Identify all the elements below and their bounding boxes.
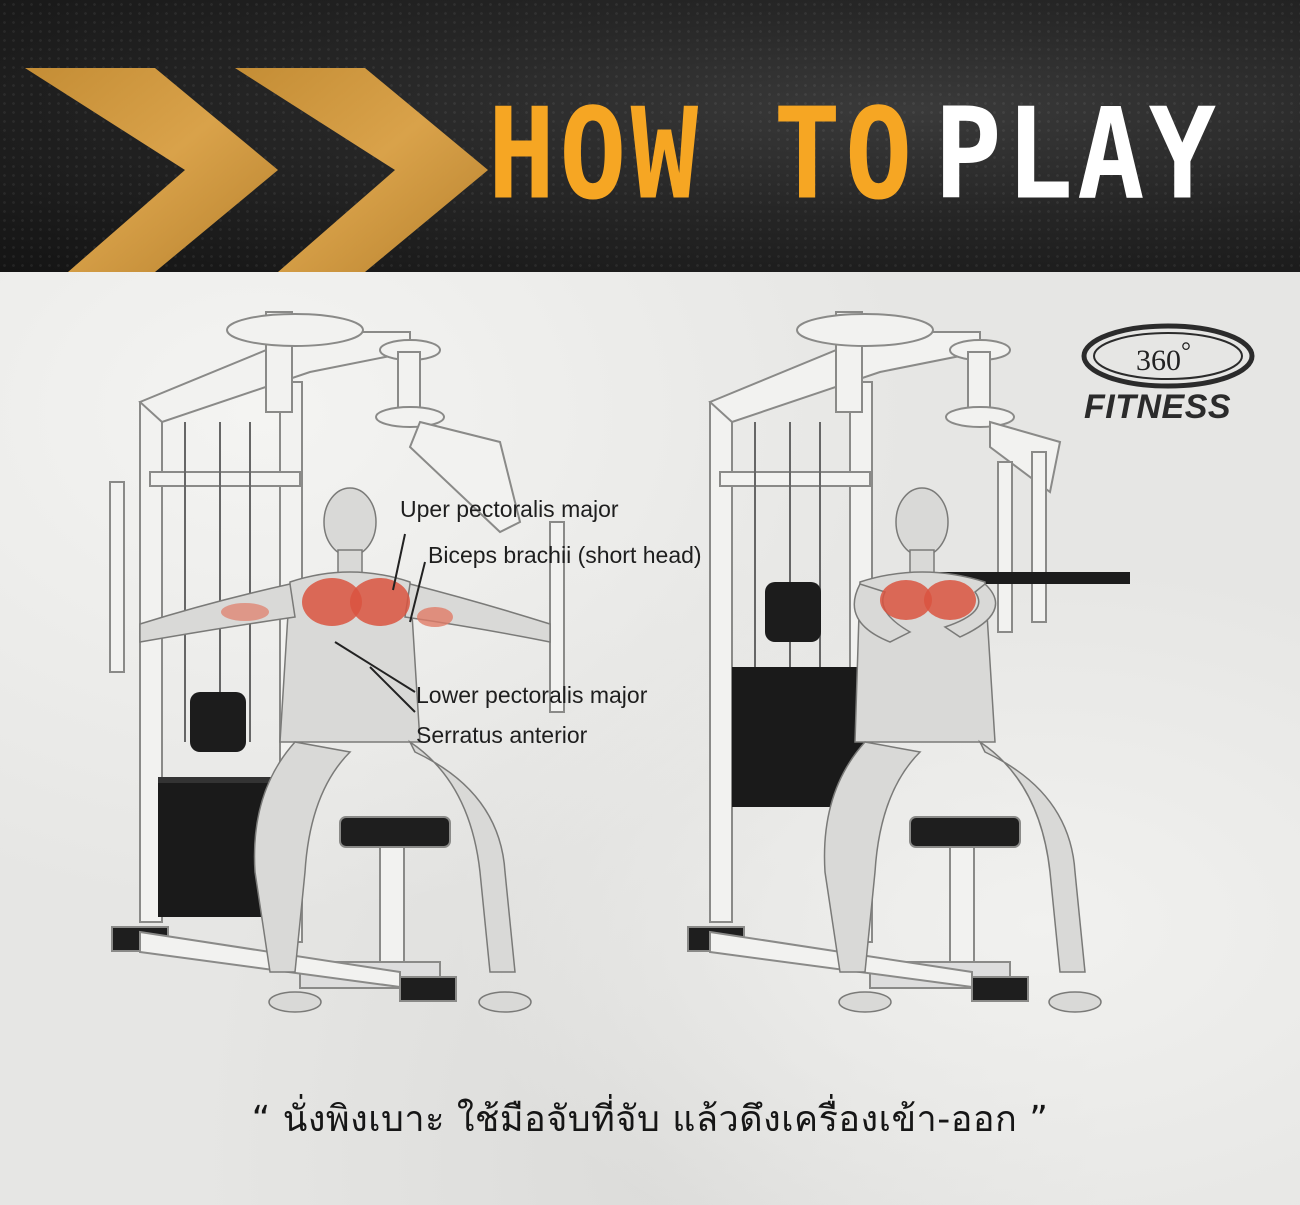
logo-ring-icon [1081, 323, 1255, 389]
title-part-play: PLAY [934, 81, 1220, 228]
machine-illustration-closed [687, 311, 1130, 1013]
logo-word: FITNESS [1084, 388, 1232, 426]
logo-360-fitness: 360° FITNESS [1078, 316, 1258, 436]
title-part-how-to: HOW TO [487, 81, 917, 228]
logo-number: 360° [1136, 338, 1191, 377]
chevron-right-icon [25, 68, 278, 272]
chevrons-graphic [25, 68, 488, 272]
logo-degree: ° [1181, 338, 1191, 365]
instruction-caption: “ นั่งพิงเบาะ ใช้มือจับที่จับ แล้วดึงเคร… [251, 1099, 1049, 1140]
content-area: Uper pectoralis major Biceps brachii (sh… [0, 272, 1300, 1205]
machine-illustration-open [109, 311, 565, 1013]
chevron-right-icon [235, 68, 488, 272]
